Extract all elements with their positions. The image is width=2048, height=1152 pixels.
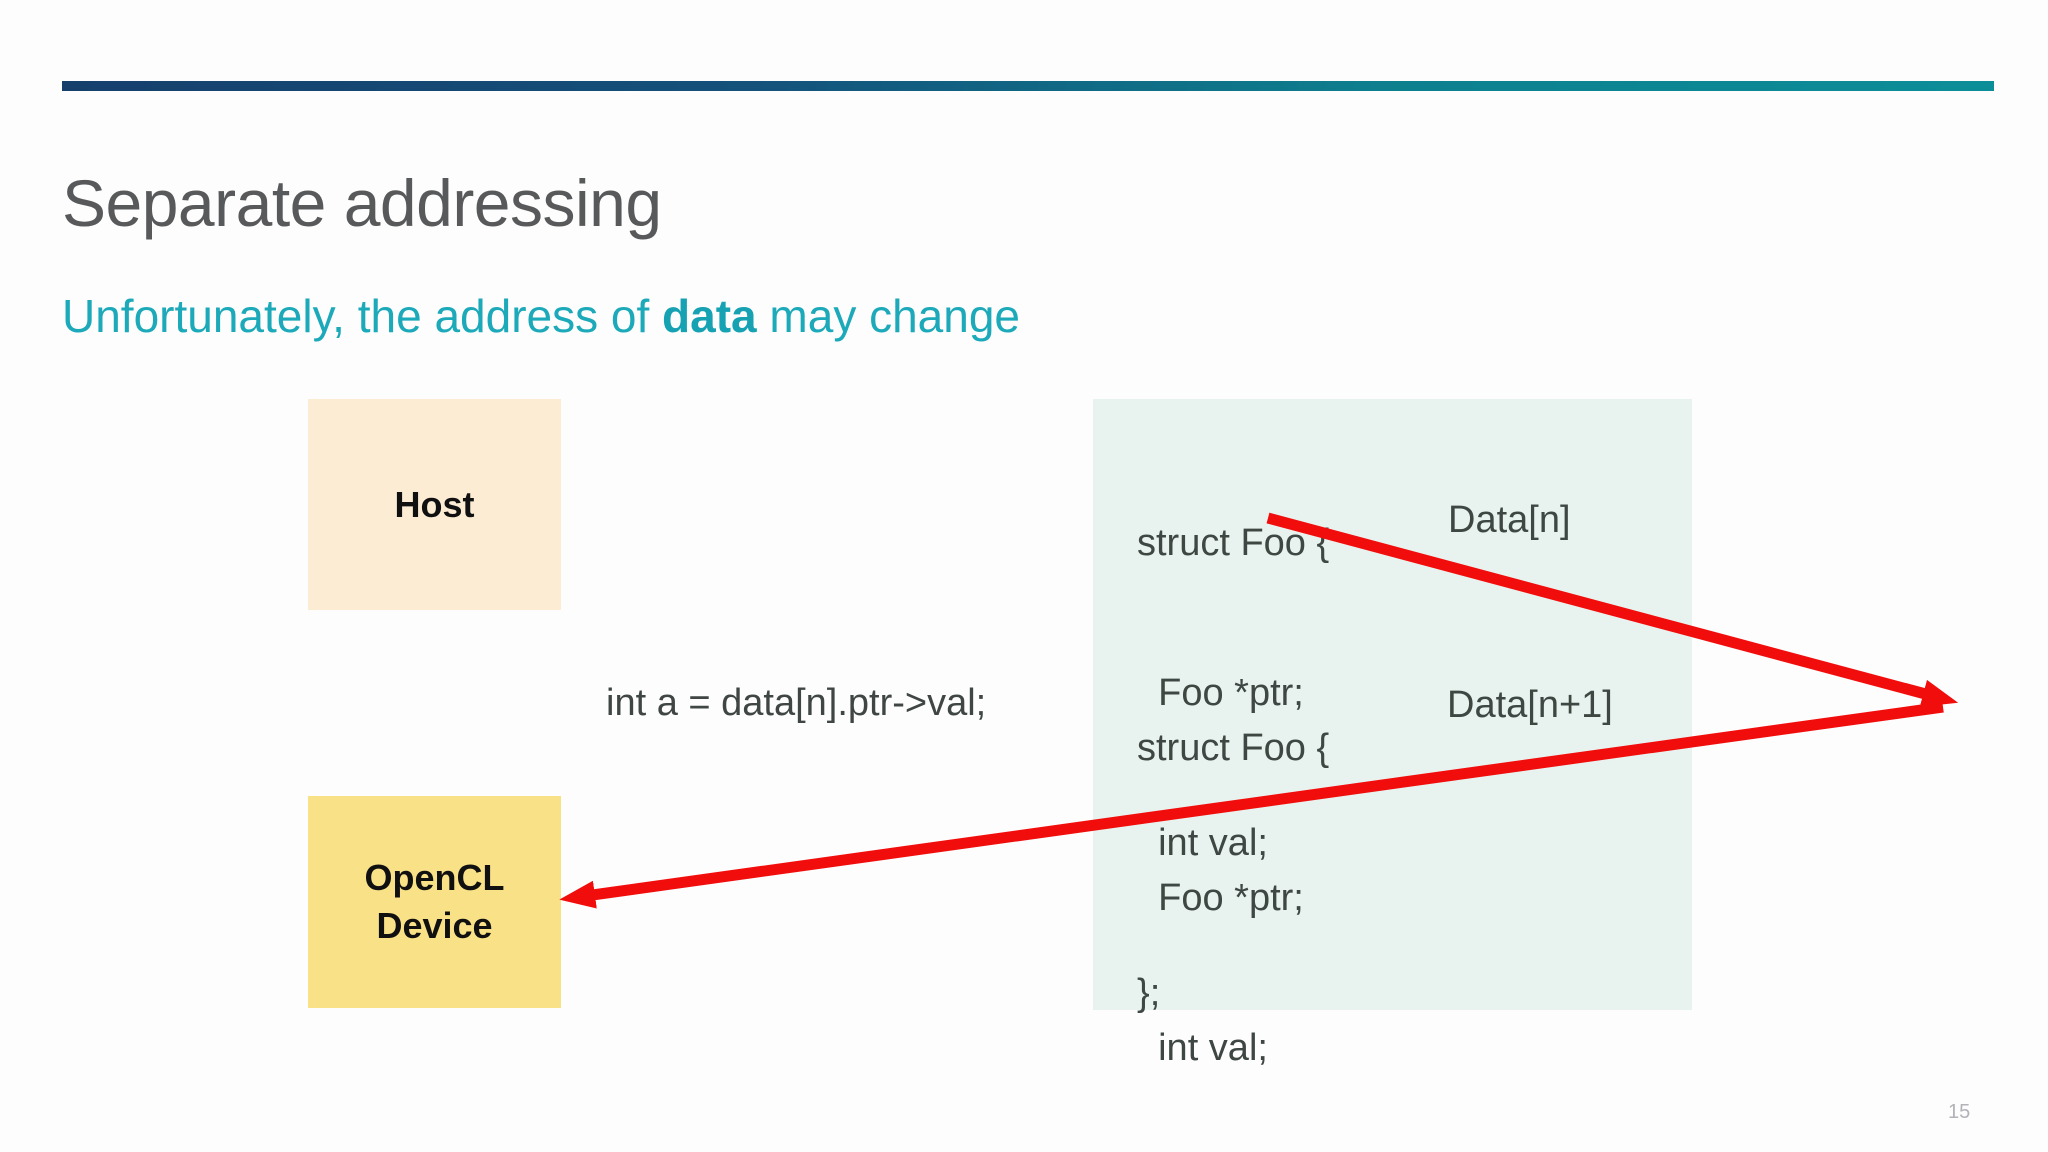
subtitle-suffix: may change (756, 290, 1021, 342)
struct-2-line-2: Foo *ptr; (1137, 877, 1304, 919)
subtitle-emphasis: data (662, 290, 757, 342)
struct-1-line-4: }; (1137, 972, 1161, 1014)
host-box: Host (308, 399, 561, 610)
struct-1-line-1: struct Foo { (1137, 522, 1330, 564)
device-box-label-line2: Device (376, 905, 493, 946)
page-number: 15 (1948, 1101, 1971, 1123)
struct-2-line-1: struct Foo { (1137, 727, 1330, 769)
subtitle-prefix: Unfortunately, the address of (62, 290, 663, 342)
title-accent-bar (62, 81, 1994, 91)
device-box-label-line1: OpenCL (364, 857, 505, 899)
data-n-label: Data[n] (1448, 499, 1571, 541)
assignment-code-line: int a = data[n].ptr->val; (606, 682, 987, 724)
struct-2-line-3: int val; (1137, 1027, 1268, 1069)
host-box-label: Host (394, 483, 475, 525)
opencl-device-box: OpenCL Device (308, 796, 561, 1008)
slide-subtitle: Unfortunately, the address of data may c… (62, 293, 1020, 339)
slide-title: Separate addressing (62, 166, 662, 241)
struct-foo-block-2: struct Foo { Foo *ptr; int val; }; (1137, 623, 1329, 1152)
data-n-plus-1-label: Data[n+1] (1447, 684, 1613, 726)
